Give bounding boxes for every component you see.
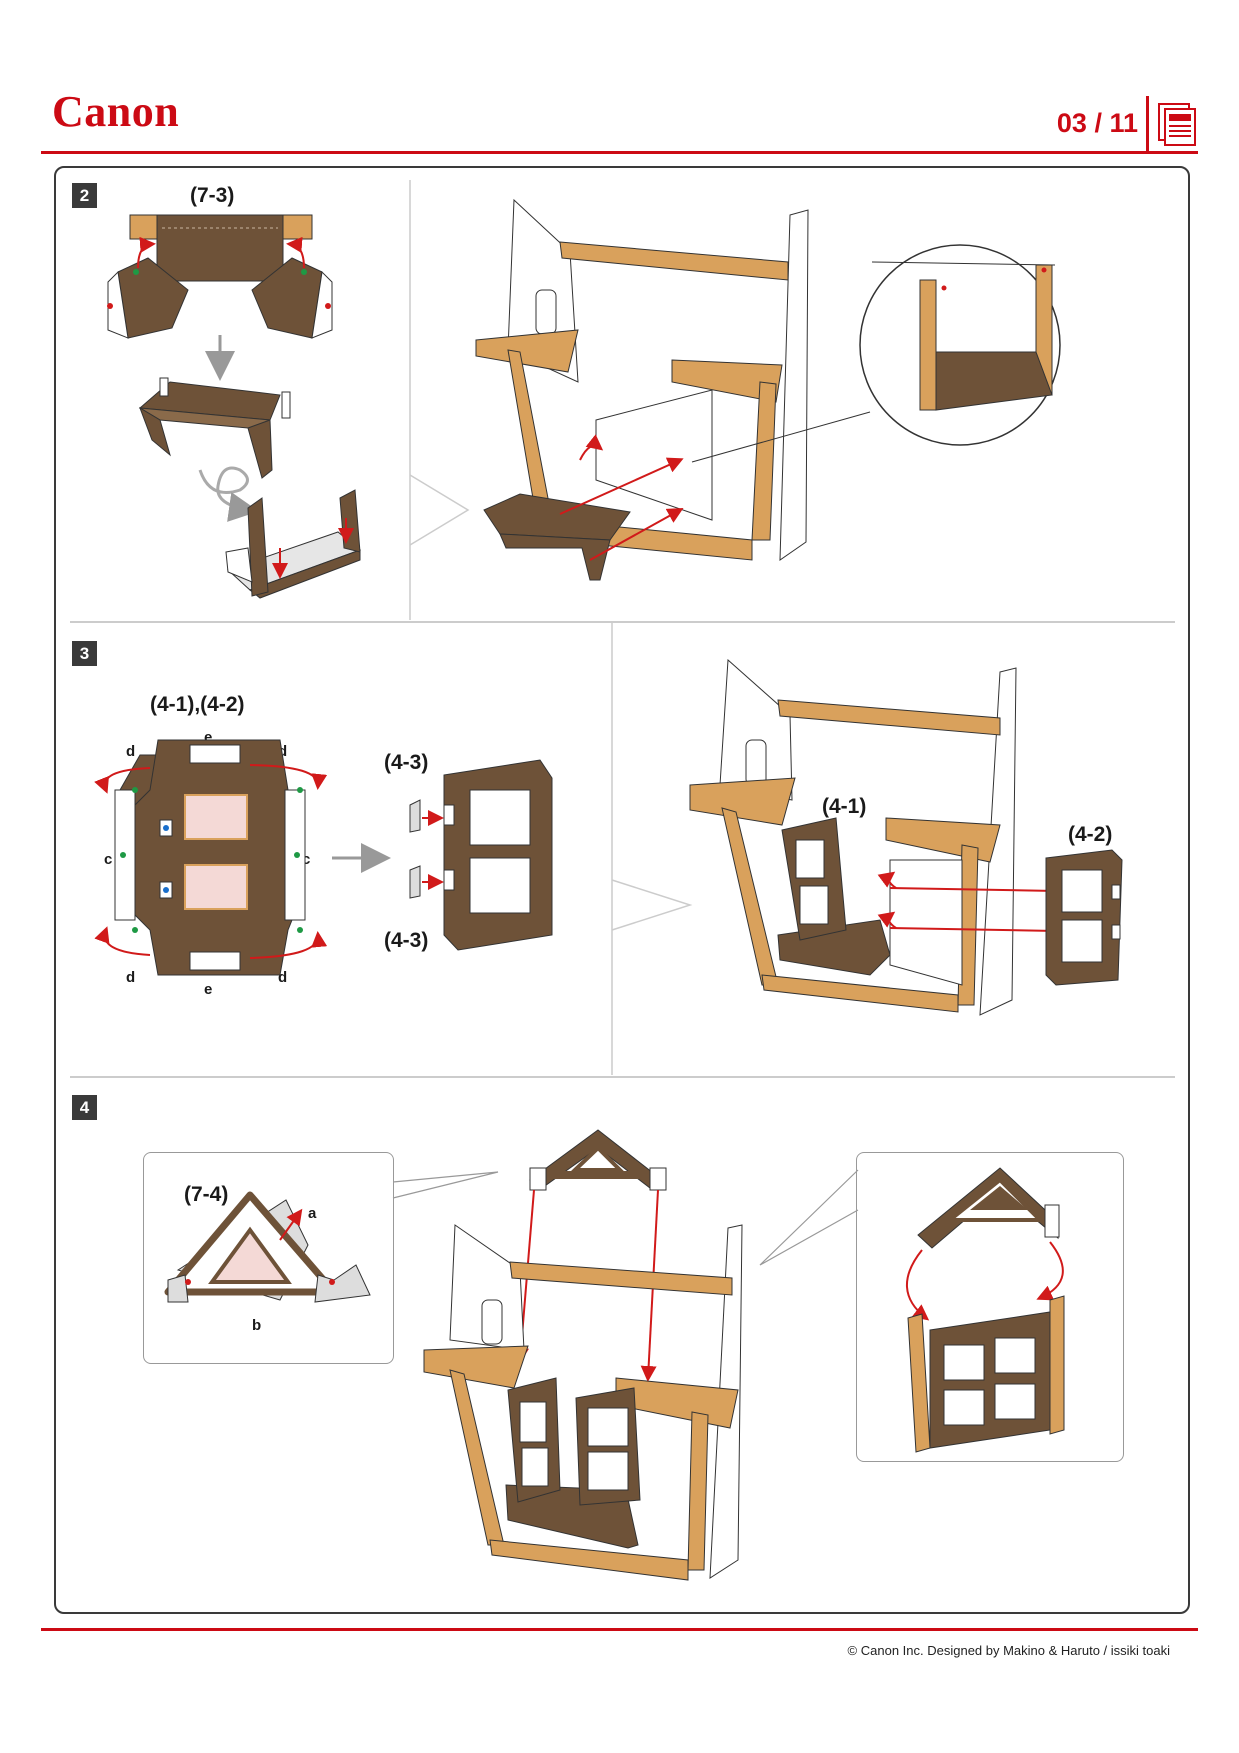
part-label-4-3-top: (4-3) (384, 751, 429, 774)
part-label-7-4: (7-4) (184, 1183, 229, 1206)
part-label-4-3-bottom: (4-3) (384, 929, 429, 952)
instruction-panel (54, 166, 1190, 1614)
fold-letter-a: a (308, 1205, 317, 1222)
canon-logo: Canon (52, 87, 180, 136)
part-label-7-3: (7-3) (190, 184, 235, 207)
detail-magnifier (859, 244, 1061, 446)
fold-letter-d: d (126, 969, 136, 986)
house-step2 (475, 198, 871, 581)
fold-letter-d: d (278, 743, 288, 760)
cut-letter-b: b (252, 1317, 262, 1334)
step-badge-2: 2 (72, 183, 97, 208)
window-frame-4-3 (443, 759, 553, 951)
fold-letter-c: c (302, 851, 311, 868)
header-rule (41, 151, 1198, 154)
fold-letter-d: d (278, 969, 288, 986)
step-badge-4: 4 (72, 1095, 97, 1120)
step-badge-3: 3 (72, 641, 97, 666)
bench-flipped (225, 489, 361, 599)
part-label-4-2: (4-2) (1068, 823, 1113, 846)
roof-truss-part (513, 1129, 667, 1382)
fold-letter-e: e (204, 981, 213, 998)
window-frame-4-2 (1045, 849, 1123, 986)
detail-callout-truss (856, 1152, 1124, 1462)
page-indicator: 03 / 11 (1056, 108, 1138, 138)
house-step4 (423, 1224, 743, 1581)
part-4-1-flat (94, 739, 328, 976)
footer-credit: © Canon Inc. Designed by Makino & Haruto… (847, 1643, 1170, 1658)
fold-letter-e: e (204, 729, 213, 746)
truss-attach-detail (906, 1167, 1065, 1453)
footer-rule (41, 1628, 1198, 1631)
part-label-4-1: (4-1) (822, 795, 867, 818)
part-7-4-detail (164, 1191, 371, 1303)
house-step3 (689, 658, 1111, 1016)
fold-letter-c: c (104, 851, 113, 868)
fold-letter-d: d (126, 743, 136, 760)
part-label-4-1-4-2: (4-1),(4-2) (150, 693, 245, 716)
part-7-3-flat (107, 214, 333, 339)
detail-callout-7-4 (143, 1152, 394, 1364)
document-icon[interactable] (1158, 103, 1198, 147)
bench-folded (138, 377, 291, 479)
header-divider (1146, 96, 1149, 152)
